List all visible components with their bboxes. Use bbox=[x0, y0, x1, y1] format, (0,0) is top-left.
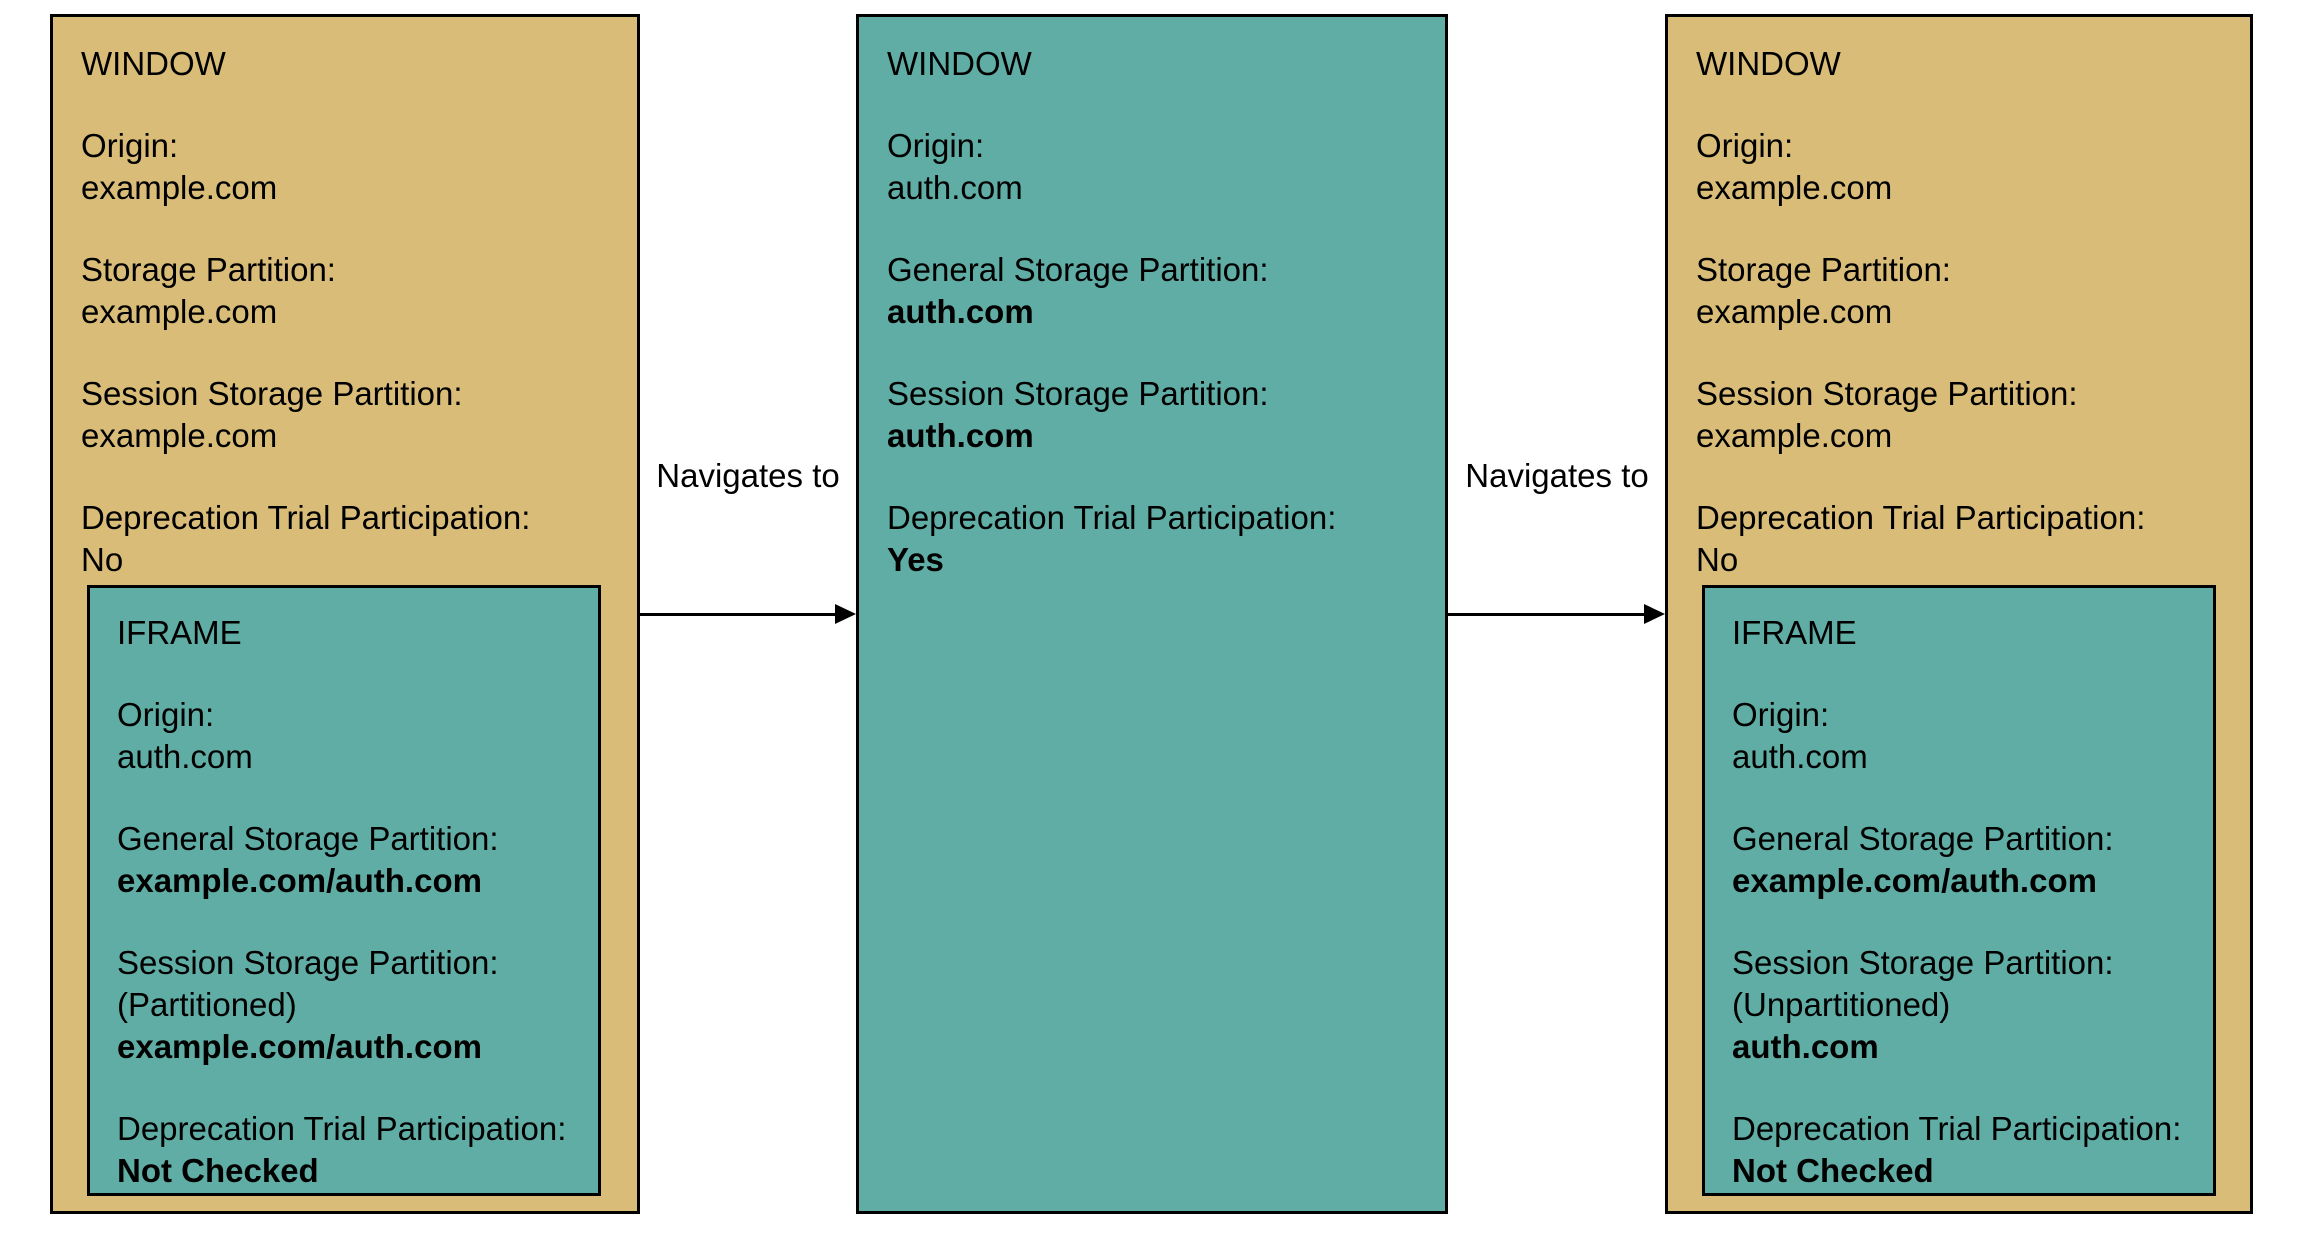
field-deprecation-trial: Deprecation Trial Participation: Not Che… bbox=[1732, 1108, 2203, 1192]
field-value: example.com bbox=[1696, 417, 1893, 454]
navigates-arrow-line bbox=[1448, 613, 1645, 616]
field-value-note: (Partitioned) bbox=[117, 986, 297, 1023]
field-label: General Storage Partition: bbox=[1732, 820, 2114, 857]
field-label: Session Storage Partition: bbox=[117, 944, 499, 981]
field-storage-partition: Storage Partition: example.com bbox=[1696, 249, 2232, 333]
field-session-storage-partition: Session Storage Partition: example.com bbox=[81, 373, 619, 457]
iframe-title: IFRAME bbox=[117, 614, 242, 651]
field-label: Origin: bbox=[1732, 696, 1830, 733]
field-origin: Origin: example.com bbox=[81, 125, 619, 209]
field-value: auth.com bbox=[1732, 1028, 1879, 1065]
field-value: Not Checked bbox=[1732, 1152, 1934, 1189]
field-deprecation-trial: Deprecation Trial Participation: No bbox=[1696, 497, 2232, 581]
field-session-storage-partition: Session Storage Partition: (Unpartitione… bbox=[1732, 942, 2203, 1068]
arrow-head-icon bbox=[1644, 604, 1665, 624]
field-value-note: (Unpartitioned) bbox=[1732, 986, 1951, 1023]
field-label: Deprecation Trial Participation: bbox=[887, 499, 1337, 536]
field-label: Session Storage Partition: bbox=[1732, 944, 2114, 981]
field-session-storage-partition: Session Storage Partition: (Partitioned)… bbox=[117, 942, 588, 1068]
window-title: WINDOW bbox=[1696, 45, 1841, 82]
field-label: Session Storage Partition: bbox=[81, 375, 463, 412]
iframe-box-right: IFRAME Origin: auth.com General Storage … bbox=[1702, 585, 2216, 1196]
field-label: Origin: bbox=[117, 696, 215, 733]
field-session-storage-partition: Session Storage Partition: example.com bbox=[1696, 373, 2232, 457]
navigates-to-label: Navigates to bbox=[1465, 457, 1649, 494]
field-value: example.com/auth.com bbox=[117, 862, 482, 899]
iframe-box-left: IFRAME Origin: auth.com General Storage … bbox=[87, 585, 601, 1196]
field-label: Origin: bbox=[1696, 127, 1794, 164]
window-box-left: WINDOW Origin: example.com Storage Parti… bbox=[50, 14, 640, 1214]
field-value: No bbox=[81, 541, 124, 578]
field-value: example.com/auth.com bbox=[117, 1028, 482, 1065]
field-deprecation-trial: Deprecation Trial Participation: Yes bbox=[887, 497, 1427, 581]
field-value: example.com bbox=[1696, 293, 1893, 330]
field-general-storage-partition: General Storage Partition: auth.com bbox=[887, 249, 1427, 333]
field-label: Deprecation Trial Participation: bbox=[81, 499, 531, 536]
field-label: Storage Partition: bbox=[1696, 251, 1951, 288]
field-label: Deprecation Trial Participation: bbox=[1696, 499, 2146, 536]
navigates-to-label: Navigates to bbox=[656, 457, 840, 494]
field-label: Deprecation Trial Participation: bbox=[1732, 1110, 2182, 1147]
field-deprecation-trial: Deprecation Trial Participation: No bbox=[81, 497, 619, 581]
window-box-right: WINDOW Origin: example.com Storage Parti… bbox=[1665, 14, 2253, 1214]
field-label: Session Storage Partition: bbox=[1696, 375, 2078, 412]
field-label: General Storage Partition: bbox=[117, 820, 499, 857]
field-value: Not Checked bbox=[117, 1152, 319, 1189]
field-value: example.com bbox=[1696, 169, 1893, 206]
field-general-storage-partition: General Storage Partition: example.com/a… bbox=[117, 818, 588, 902]
arrow-head-icon bbox=[835, 604, 856, 624]
field-label: General Storage Partition: bbox=[887, 251, 1269, 288]
field-value: Yes bbox=[887, 541, 944, 578]
field-value: example.com bbox=[81, 169, 278, 206]
field-value: example.com/auth.com bbox=[1732, 862, 2097, 899]
navigates-arrow-line bbox=[640, 613, 837, 616]
field-value: No bbox=[1696, 541, 1739, 578]
field-deprecation-trial: Deprecation Trial Participation: Not Che… bbox=[117, 1108, 588, 1192]
field-general-storage-partition: General Storage Partition: example.com/a… bbox=[1732, 818, 2203, 902]
field-value: auth.com bbox=[117, 738, 253, 775]
iframe-title: IFRAME bbox=[1732, 614, 1857, 651]
field-session-storage-partition: Session Storage Partition: auth.com bbox=[887, 373, 1427, 457]
field-storage-partition: Storage Partition: example.com bbox=[81, 249, 619, 333]
field-label: Session Storage Partition: bbox=[887, 375, 1269, 412]
field-value: auth.com bbox=[887, 417, 1034, 454]
window-title: WINDOW bbox=[887, 45, 1032, 82]
window-box-center: WINDOW Origin: auth.com General Storage … bbox=[856, 14, 1448, 1214]
field-value: example.com bbox=[81, 293, 278, 330]
field-origin: Origin: auth.com bbox=[1732, 694, 2203, 778]
field-value: auth.com bbox=[887, 293, 1034, 330]
field-label: Origin: bbox=[81, 127, 179, 164]
field-origin: Origin: auth.com bbox=[117, 694, 588, 778]
window-title: WINDOW bbox=[81, 45, 226, 82]
field-label: Origin: bbox=[887, 127, 985, 164]
field-value: auth.com bbox=[887, 169, 1023, 206]
field-origin: Origin: example.com bbox=[1696, 125, 2232, 209]
field-origin: Origin: auth.com bbox=[887, 125, 1427, 209]
field-label: Deprecation Trial Participation: bbox=[117, 1110, 567, 1147]
field-value: auth.com bbox=[1732, 738, 1868, 775]
field-value: example.com bbox=[81, 417, 278, 454]
field-label: Storage Partition: bbox=[81, 251, 336, 288]
